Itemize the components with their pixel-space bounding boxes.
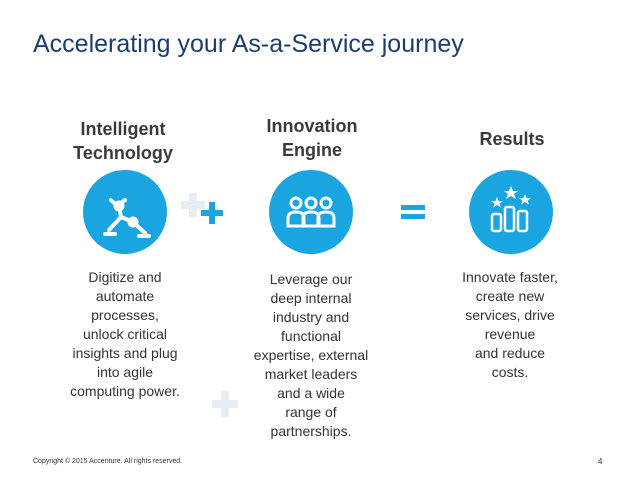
desc-line: processes,: [91, 307, 159, 323]
desc-line: Innovate faster,: [462, 269, 558, 285]
heading-line: Technology: [73, 143, 173, 163]
desc-line: industry and: [272, 309, 350, 325]
intelligent-technology-circle: [83, 170, 167, 254]
footer-copyright: Copyright © 2015 Accenture. All rights r…: [33, 458, 183, 465]
results-circle: [469, 170, 553, 254]
innovation-engine-description: Leverage our deep internal industry and …: [236, 270, 386, 441]
desc-line: expertise, external: [253, 347, 369, 363]
results-description: Innovate faster, create new services, dr…: [435, 268, 585, 382]
stars-bar-chart-icon: [490, 186, 531, 233]
desc-line: Digitize and: [88, 269, 162, 285]
desc-line: unlock critical: [82, 326, 168, 342]
heading-results: Results: [427, 127, 597, 151]
innovation-engine-circle: [269, 170, 353, 254]
desc-line: automate: [95, 288, 155, 304]
desc-line: range of: [285, 404, 337, 420]
desc-line: computing power.: [70, 383, 180, 399]
desc-line: costs.: [491, 364, 529, 380]
intelligent-technology-description: Digitize and automate processes, unlock …: [45, 268, 205, 401]
desc-line: insights and plug: [72, 345, 178, 361]
equals-icon: [401, 205, 425, 219]
desc-line: partnerships.: [270, 423, 352, 439]
desc-line: market leaders: [264, 366, 358, 382]
desc-line: revenue: [484, 326, 536, 342]
desc-line: deep internal: [270, 290, 352, 306]
ghost-plus-icon: [181, 193, 205, 217]
heading-line: Innovation: [266, 116, 358, 136]
desc-line: functional: [281, 328, 341, 344]
desc-line: and reduce: [474, 345, 546, 361]
desc-line: Leverage our: [269, 271, 353, 287]
heading-innovation-engine: Innovation Engine: [227, 114, 397, 162]
page-number: 4: [598, 457, 603, 466]
desc-line: create new: [475, 288, 545, 304]
desc-line: services, drive: [465, 307, 555, 323]
heading-line: Results: [479, 129, 545, 149]
heading-line: Intelligent: [80, 119, 166, 139]
heading-intelligent-technology: Intelligent Technology: [38, 117, 208, 165]
people-group-icon: [286, 196, 336, 228]
heading-line: Engine: [281, 140, 342, 160]
ghost-plus-icon: [212, 391, 238, 417]
slide-title: Accelerating your As-a-Service journey: [33, 30, 464, 58]
desc-line: into agile: [96, 364, 154, 380]
desc-line: and a wide: [277, 385, 345, 401]
plus-icon: [201, 202, 223, 224]
robot-arm-icon: [103, 198, 151, 238]
